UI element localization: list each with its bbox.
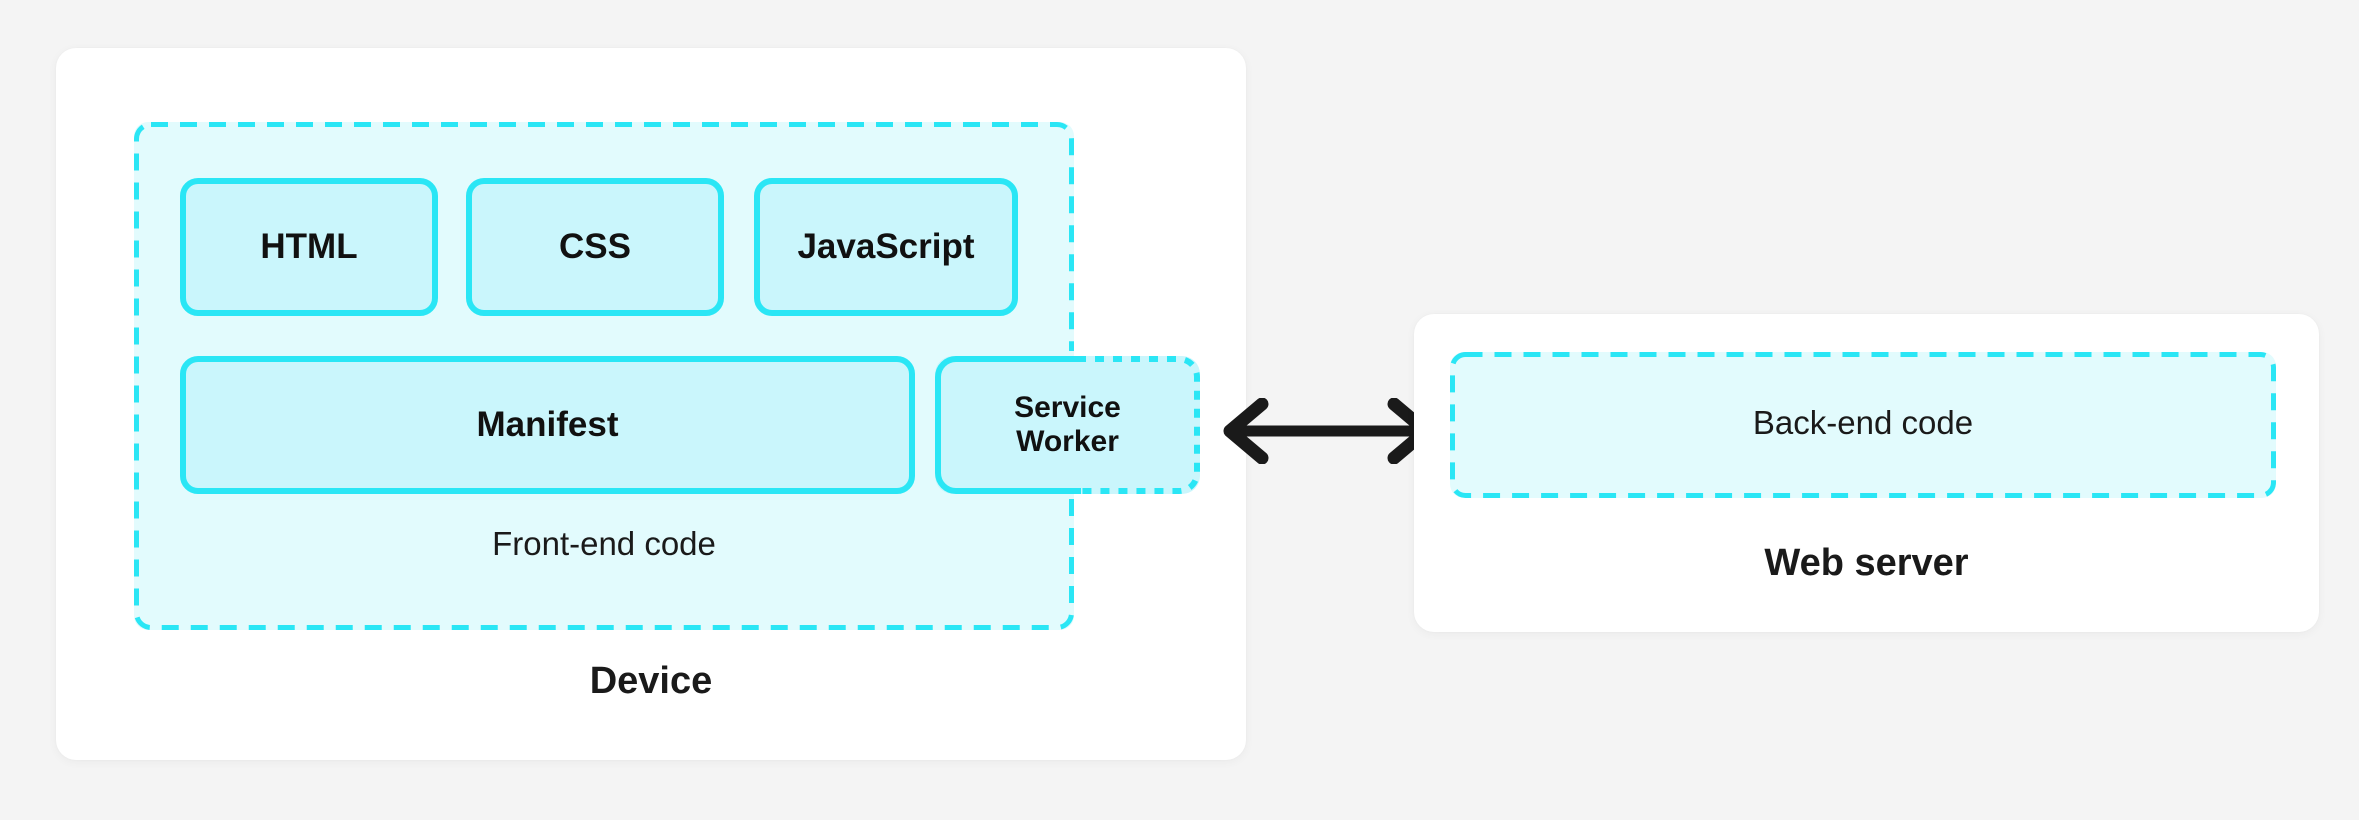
web-server-caption: Web server — [1764, 542, 1969, 584]
tech-box-service-worker[interactable]: Service Worker — [935, 356, 1200, 494]
frontend-code-caption: Front-end code — [492, 525, 716, 562]
tech-box-javascript-label: JavaScript — [797, 226, 975, 266]
tech-box-html-label: HTML — [260, 226, 358, 266]
bidirectional-arrow-icon — [1223, 398, 1433, 464]
tech-box-html[interactable]: HTML — [180, 178, 438, 316]
service-worker-line-1: Service — [1014, 390, 1121, 424]
device-caption: Device — [589, 660, 713, 702]
service-worker-line-2: Worker — [1016, 425, 1119, 458]
tech-box-css[interactable]: CSS — [466, 178, 724, 316]
tech-box-manifest-label: Manifest — [476, 404, 619, 444]
tech-box-javascript[interactable]: JavaScript — [754, 178, 1018, 316]
tech-box-manifest[interactable]: Manifest — [180, 356, 915, 494]
tech-box-service-worker-label: Service Worker — [935, 391, 1200, 460]
tech-box-css-label: CSS — [559, 226, 631, 266]
backend-code-caption: Back-end code — [1752, 404, 1974, 441]
